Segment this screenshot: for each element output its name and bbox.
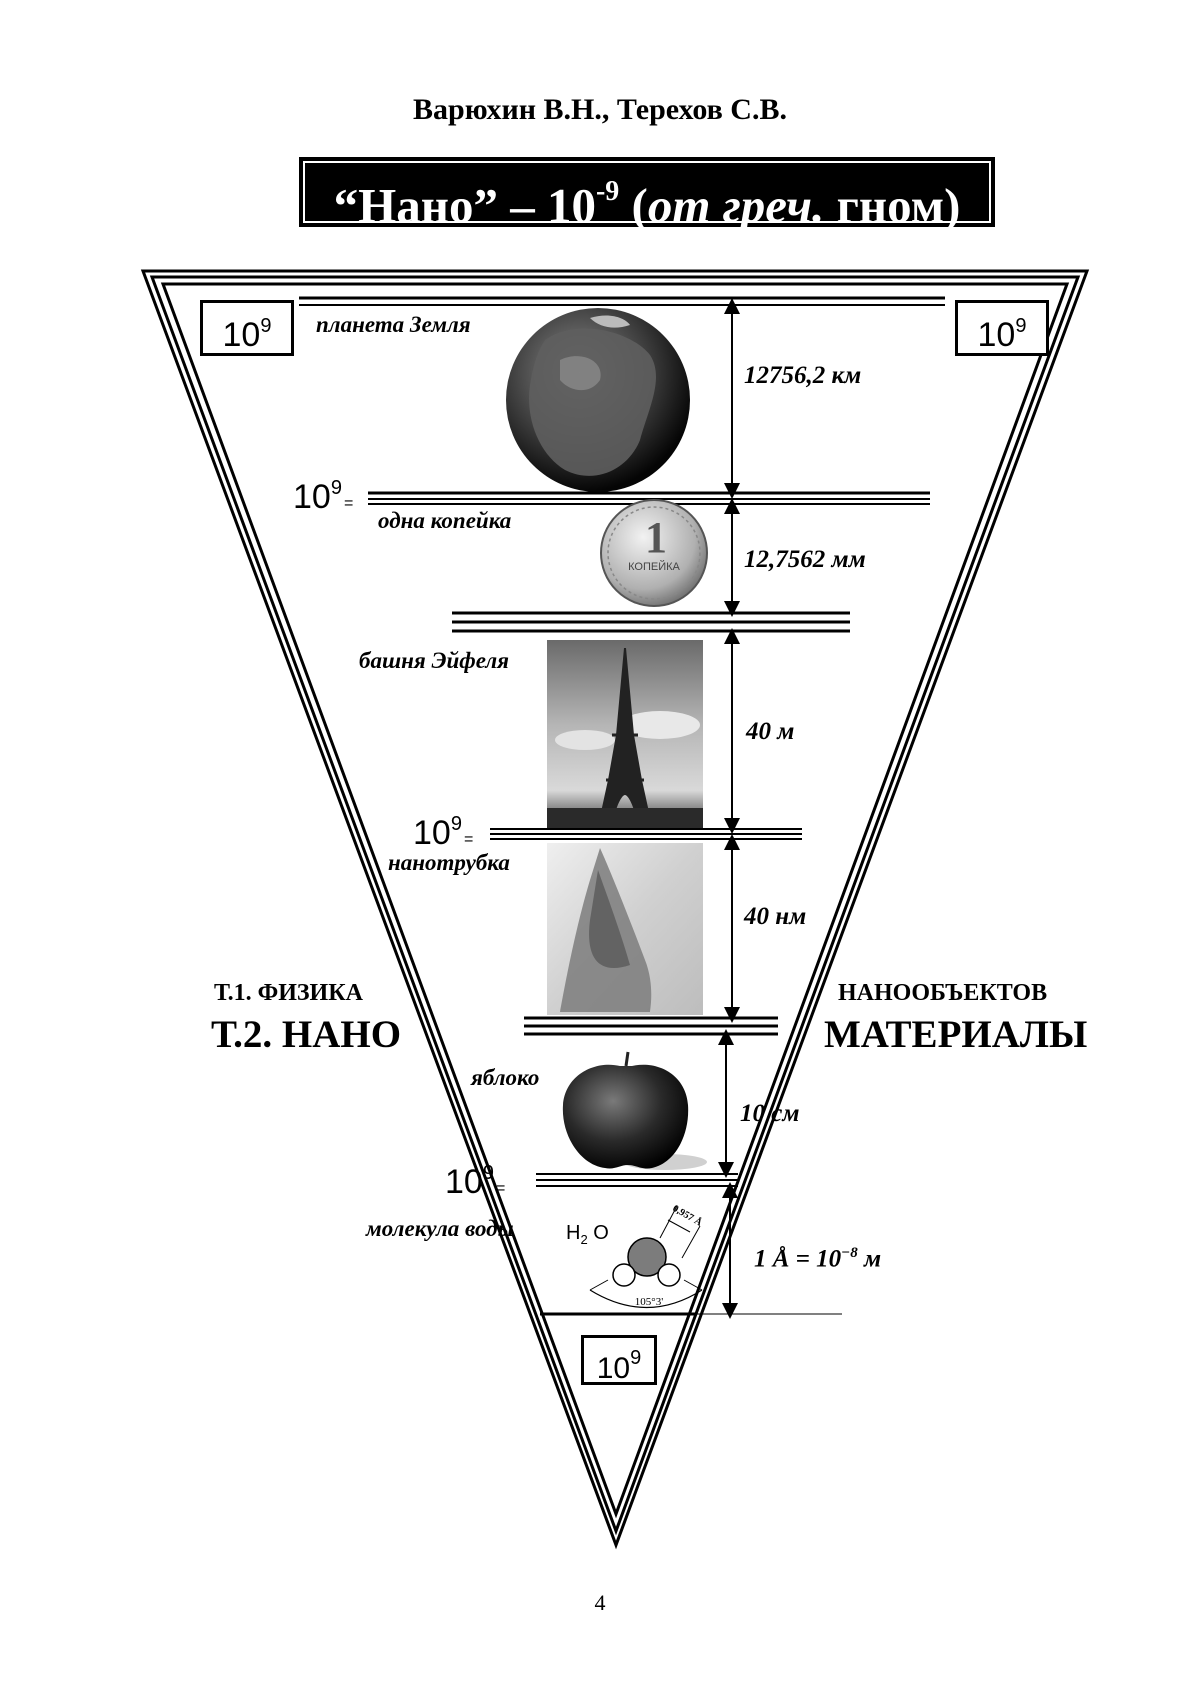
water-formula: H2 O xyxy=(566,1222,609,1247)
eiffel-tower-image xyxy=(547,640,703,828)
power-box-bottom: 109 xyxy=(581,1335,657,1385)
label-water: молекула воды xyxy=(366,1216,514,1241)
level-nanotube xyxy=(524,1016,778,1036)
banner-italic: от греч. xyxy=(647,178,825,233)
water-molecule-diagram: 0,957 Å 105°3' xyxy=(589,1202,706,1309)
side-label-right-big: МАТЕРИАЛЫ xyxy=(824,1013,1088,1056)
label-kopek: одна копейка xyxy=(378,508,512,533)
page-number: 4 xyxy=(594,1590,606,1615)
power-box-top-right: 109 xyxy=(955,300,1049,356)
title-banner: “Нано” – 10-9 (от греч. гном) xyxy=(299,157,995,233)
label-earth: планета Земля xyxy=(316,312,471,337)
kopek-coin-image: 1 КОПЕЙКА xyxy=(600,499,708,607)
label-nanotube: нанотрубка xyxy=(388,850,510,875)
bond-angle-label: 105°3' xyxy=(635,1296,663,1308)
triangle-frame xyxy=(140,269,1090,1550)
power-marker-eiffel: 109= xyxy=(413,813,474,852)
measure-nanotube: 40 нм xyxy=(744,903,807,930)
measure-kopek: 12,7562 мм xyxy=(744,546,866,573)
level-apple xyxy=(536,1173,738,1187)
banner-exponent: -9 xyxy=(595,176,620,207)
banner-text-1: “Нано” – 10 xyxy=(333,178,596,233)
side-label-left-small: Т.1. ФИЗИКА xyxy=(214,980,363,1006)
nanotube-image xyxy=(547,843,703,1015)
banner-text-3: гном) xyxy=(824,178,961,233)
measure-earth: 12756,2 км xyxy=(744,362,862,389)
bond-length-label: 0,957 Å xyxy=(671,1202,706,1229)
authors: Варюхин В.Н., Терехов С.В. xyxy=(413,93,787,126)
level-top xyxy=(299,296,945,306)
coin-word: КОПЕЙКА xyxy=(628,560,680,573)
level-lines xyxy=(299,296,945,1316)
level-kopek xyxy=(452,611,850,633)
measure-eiffel: 40 м xyxy=(746,718,795,745)
dimension-arrows xyxy=(718,298,740,1319)
power-marker-earth: 109= xyxy=(293,477,354,516)
banner-text-2: ( xyxy=(619,178,648,233)
label-apple: яблоко xyxy=(471,1065,540,1090)
measure-angstrom: 1 Å = 10−8 м xyxy=(754,1245,882,1273)
side-label-left-big: Т.2. НАНО xyxy=(211,1013,402,1056)
earth-image xyxy=(506,308,690,492)
power-marker-apple: 109= xyxy=(445,1162,506,1201)
label-eiffel: башня Эйфеля xyxy=(359,648,510,673)
power-box-top-left: 109 xyxy=(200,300,294,356)
measure-apple: 10 см xyxy=(740,1100,800,1127)
side-label-right-small: НАНООБЪЕКТОВ xyxy=(838,980,1048,1006)
level-eiffel xyxy=(490,828,802,840)
coin-value: 1 xyxy=(645,513,667,562)
apple-image xyxy=(562,1051,707,1170)
